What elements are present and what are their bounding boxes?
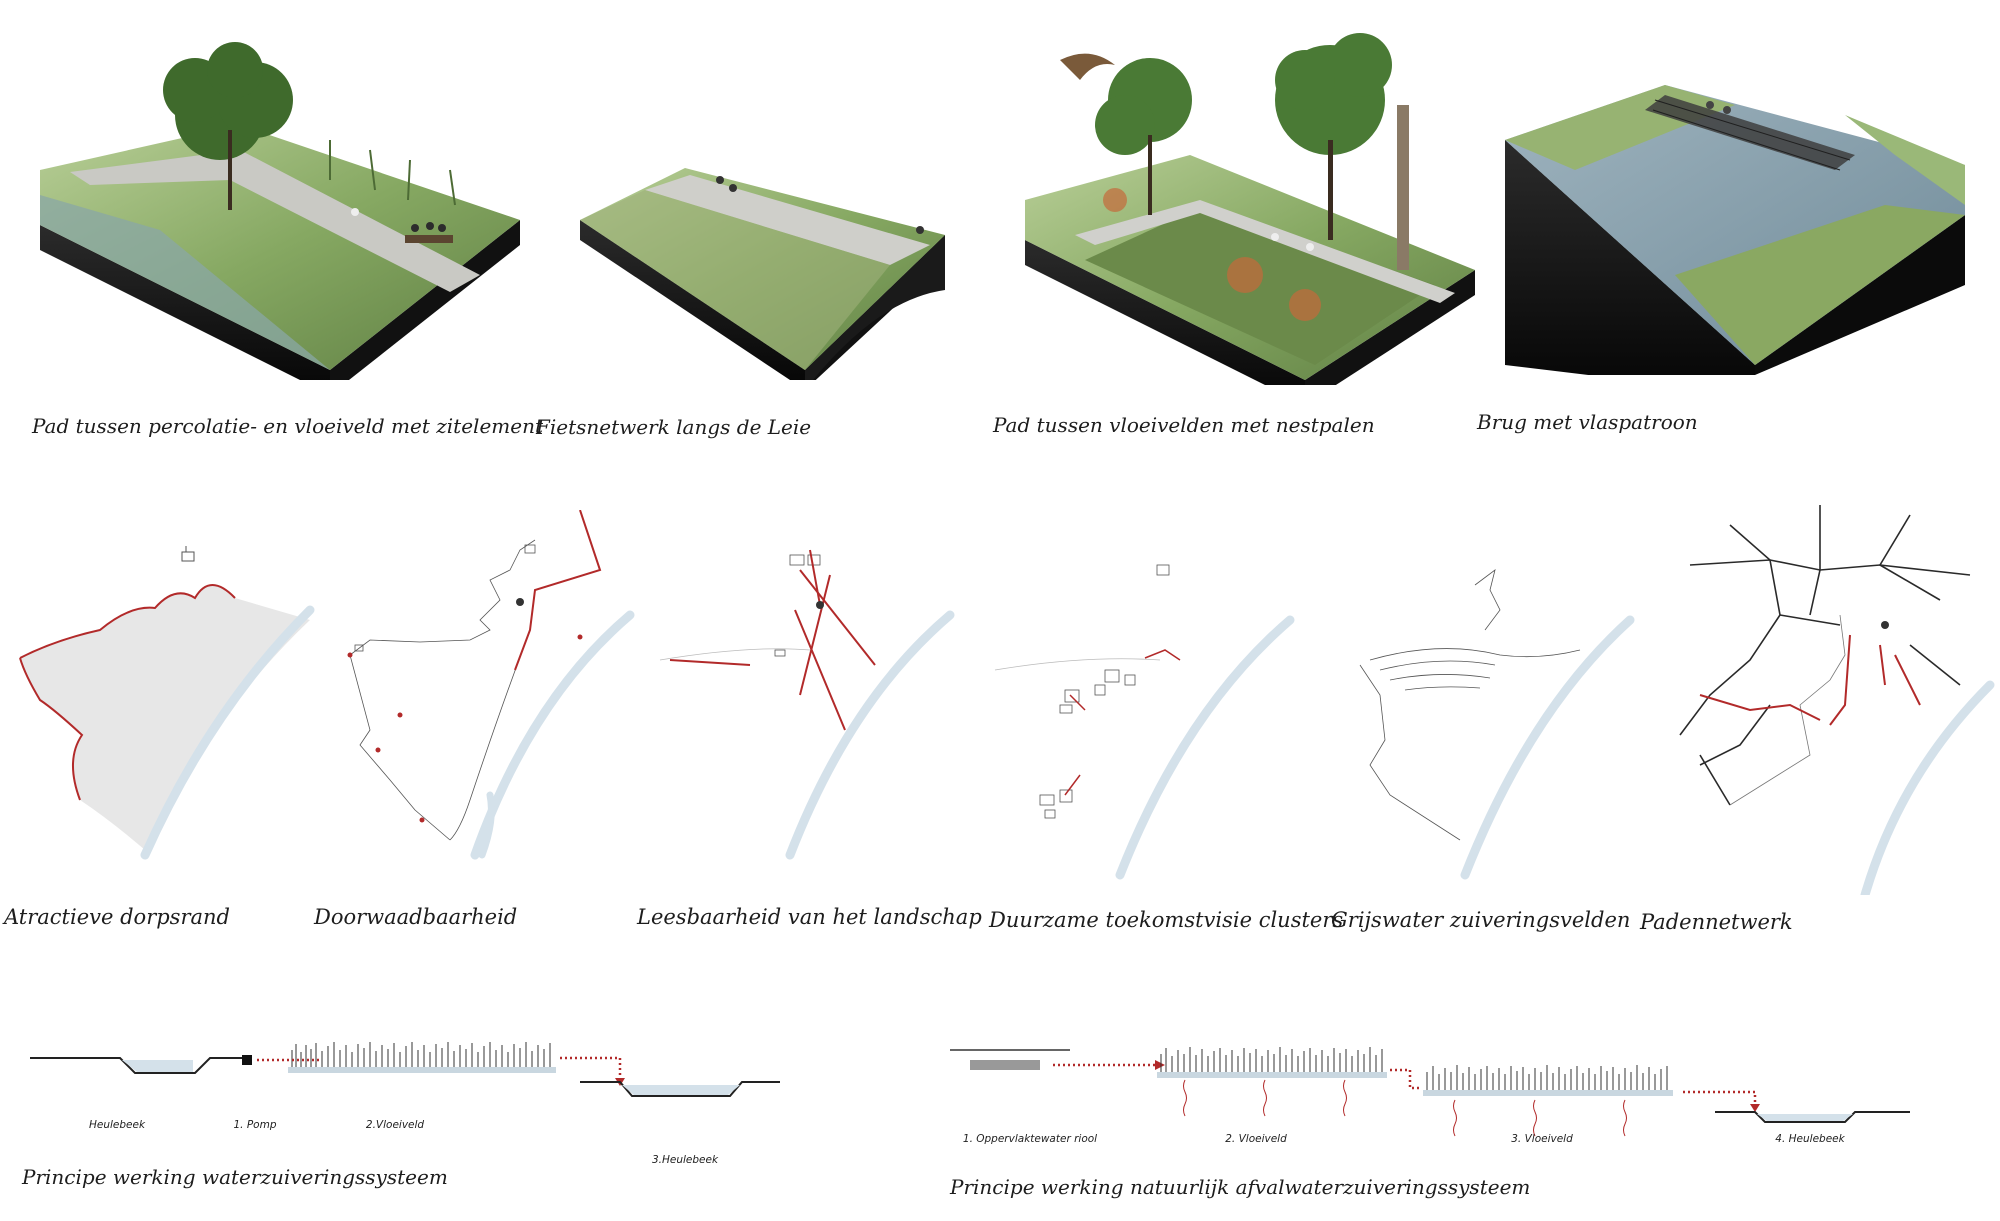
system1-title: Principe werking waterzuiveringssysteem bbox=[22, 1165, 448, 1189]
caption-block-3: Pad tussen vloeivelden met nestpalen bbox=[993, 413, 1375, 437]
label-system2-heulebeek: 4. Heulebeek bbox=[1775, 1133, 1845, 1145]
map-dorpsrand bbox=[10, 510, 320, 870]
system-diagram-2 bbox=[945, 1040, 1925, 1160]
caption-map-5: Grijswater zuiveringsvelden bbox=[1331, 908, 1631, 932]
label-system1-vloeiveld: 2.Vloeiveld bbox=[365, 1119, 425, 1131]
map-padennetwerk bbox=[1670, 505, 1995, 895]
label-system1-pomp: 1. Pomp bbox=[233, 1119, 277, 1131]
map-doorwaadbaarheid bbox=[330, 510, 640, 870]
caption-block-4: Brug met vlaspatroon bbox=[1477, 410, 1698, 434]
label-system1-heulebeek: Heulebeek bbox=[88, 1119, 146, 1131]
block-percolatie bbox=[30, 30, 530, 380]
caption-block-2: Fietsnetwerk langs de Leie bbox=[536, 415, 812, 439]
map-clusters bbox=[985, 510, 1295, 880]
label-system2-vloeiveld-2: 2. Vloeiveld bbox=[1225, 1133, 1287, 1145]
system2-title: Principe werking natuurlijk afvalwaterzu… bbox=[950, 1175, 1531, 1199]
caption-map-2: Doorwaadbaarheid bbox=[314, 905, 518, 929]
label-system2-vloeiveld-3: 3. Vloeiveld bbox=[1511, 1133, 1573, 1145]
block-brug bbox=[1505, 75, 1975, 375]
caption-block-1: Pad tussen percolatie- en vloeiveld met … bbox=[32, 414, 543, 438]
caption-map-4: Duurzame toekomstvisie clusters bbox=[989, 908, 1344, 932]
label-system1-heulebeek-3: 3.Heulebeek bbox=[651, 1154, 719, 1166]
block-nestpalen bbox=[1015, 25, 1485, 385]
label-system2-riool: 1. Oppervlaktewater riool bbox=[962, 1133, 1098, 1145]
system-diagram-1 bbox=[20, 1030, 780, 1120]
block-fietsnetwerk bbox=[575, 150, 955, 380]
map-zuiveringsvelden bbox=[1310, 510, 1640, 880]
caption-map-1: Atractieve dorpsrand bbox=[4, 905, 230, 929]
caption-map-6: Padennetwerk bbox=[1640, 910, 1793, 934]
caption-map-3: Leesbaarheid van het landschap bbox=[637, 905, 982, 929]
map-leesbaarheid bbox=[650, 510, 960, 870]
